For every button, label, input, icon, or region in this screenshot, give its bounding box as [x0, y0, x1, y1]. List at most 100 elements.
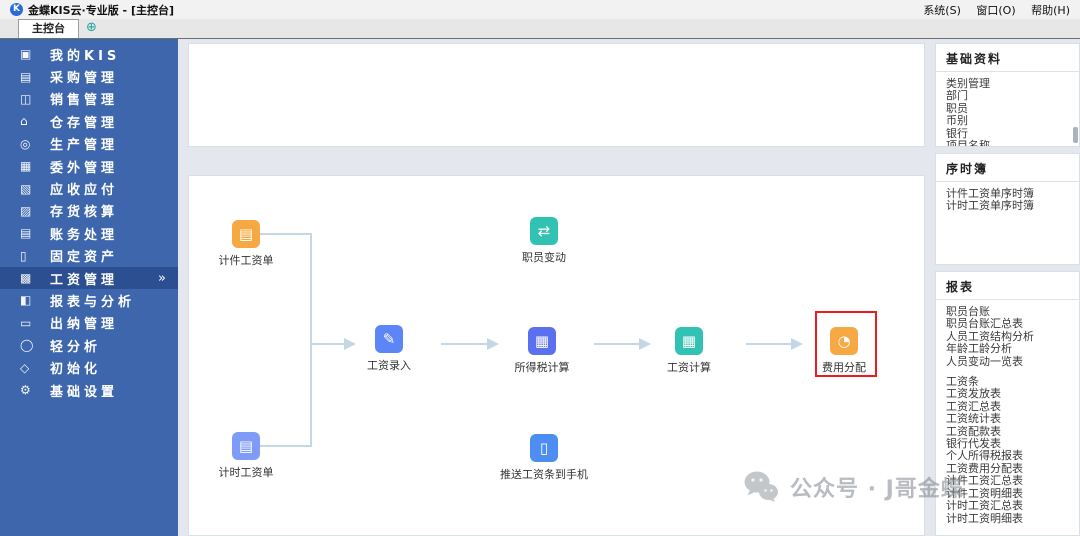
report-item[interactable]: 职员台账汇总表 — [946, 317, 1023, 331]
bookkeeping-icon: ▤ — [20, 226, 32, 241]
list-item-timesheet-journal[interactable]: 计时工资单序时簿 — [946, 199, 1034, 213]
list-item-piecework-journal[interactable]: 计件工资单序时簿 — [946, 187, 1034, 200]
flow-node-label: 费用分配 — [822, 361, 866, 374]
sidebar-item-cashier[interactable]: ▭ 出纳管理 — [0, 312, 178, 334]
timesheet-payslip-icon: ▤ — [232, 432, 260, 460]
report-item[interactable]: 工资条 — [946, 375, 979, 389]
add-tab-icon[interactable]: ⊕ — [86, 20, 97, 35]
payroll-flowchart-panel: ▤ 计件工资单 ⇄ 职员变动 ✎ 工资录入 ▦ 所得税计算 ▦ 工资计算 — [188, 175, 925, 536]
sidebar-item-label: 固定资产 — [50, 250, 119, 266]
titlebar: K 金蝶KIS云·专业版 - [主控台] 系统(S) 窗口(O) 帮助(H) — [0, 0, 1080, 19]
section-title: 报表 — [936, 272, 1079, 300]
flow-node-piecework-payslip[interactable]: ▤ 计件工资单 — [191, 220, 301, 268]
report-item[interactable]: 计件工资汇总表 — [946, 474, 1023, 488]
right-panel: 基础资料 类别管理 部门 职员 币别 银行 项目名称 序时簿 计件工资单序时簿 … — [935, 39, 1080, 536]
sidebar-item-label: 仓存管理 — [50, 115, 119, 131]
sidebar-item-label: 工资管理 — [50, 272, 119, 288]
report-item[interactable]: 计时工资汇总表 — [946, 499, 1023, 513]
flow-node-income-tax-calc[interactable]: ▦ 所得税计算 — [487, 327, 597, 375]
section-title: 序时簿 — [936, 154, 1079, 182]
flow-node-label: 计件工资单 — [218, 254, 274, 267]
sidebar-item-sales[interactable]: ◫ 销售管理 — [0, 88, 178, 110]
flow-node-push-payslip-phone[interactable]: ▯ 推送工资条到手机 — [489, 434, 599, 482]
flow-node-label: 推送工资条到手机 — [500, 468, 588, 481]
sidebar-item-ar-ap[interactable]: ▧ 应收应付 — [0, 177, 178, 199]
report-item[interactable]: 工资统计表 — [946, 412, 1001, 426]
warehouse-icon: ⌂ — [20, 114, 28, 129]
list-item-bank[interactable]: 银行 — [946, 126, 968, 140]
sidebar-item-inventory[interactable]: ▨ 存货核算 — [0, 200, 178, 222]
initialization-icon: ◇ — [20, 360, 30, 375]
expense-allocation-icon: ◔ — [830, 327, 858, 355]
sales-icon: ◫ — [20, 91, 32, 106]
list-item-employee[interactable]: 职员 — [946, 101, 968, 115]
menu-system[interactable]: 系统(S) — [923, 3, 961, 17]
sidebar-item-fixed-assets[interactable]: ▯ 固定资产 — [0, 245, 178, 267]
main-area: ▤ 计件工资单 ⇄ 职员变动 ✎ 工资录入 ▦ 所得税计算 ▦ 工资计算 — [178, 39, 935, 536]
fixed-assets-icon: ▯ — [20, 248, 27, 263]
list-item-currency[interactable]: 币别 — [946, 114, 968, 128]
report-item[interactable]: 工资发放表 — [946, 387, 1001, 401]
section-basic-data: 基础资料 类别管理 部门 职员 币别 银行 项目名称 — [935, 43, 1080, 147]
cashier-icon: ▭ — [20, 315, 32, 330]
top-panel — [188, 43, 925, 147]
tabbar: 主控台 ⊕ — [0, 19, 1080, 39]
flow-node-salary-entry[interactable]: ✎ 工资录入 — [334, 325, 444, 373]
sidebar-item-label: 账务处理 — [50, 227, 119, 243]
sidebar-item-label: 初始化 — [50, 362, 102, 378]
sidebar-item-my-kis[interactable]: ▣ 我的KIS — [0, 43, 178, 65]
scrollbar-thumb[interactable] — [1073, 127, 1078, 143]
menu-help[interactable]: 帮助(H) — [1031, 3, 1070, 17]
report-item[interactable]: 人员工资结构分析 — [946, 329, 1034, 343]
sidebar-item-basic-settings[interactable]: ⚙ 基础设置 — [0, 379, 178, 401]
report-item[interactable]: 银行代发表 — [946, 437, 1001, 451]
report-item[interactable]: 个人所得税报表 — [946, 449, 1023, 463]
sidebar-item-purchase[interactable]: ▤ 采购管理 — [0, 65, 178, 87]
production-icon: ◎ — [20, 136, 31, 151]
list-item-project[interactable]: 项目名称 — [946, 139, 990, 147]
flow-node-label: 计时工资单 — [218, 466, 274, 479]
tab-main-console[interactable]: 主控台 — [18, 19, 79, 38]
sidebar-item-label: 存货核算 — [50, 205, 119, 221]
report-item[interactable]: 人员变动一览表 — [946, 354, 1023, 368]
flow-node-timesheet-payslip[interactable]: ▤ 计时工资单 — [191, 432, 301, 480]
flow-node-salary-calc[interactable]: ▦ 工资计算 — [634, 327, 744, 375]
report-item[interactable]: 计件工资明细表 — [946, 486, 1023, 500]
sidebar-item-label: 销售管理 — [50, 93, 119, 109]
report-item[interactable]: 职员台账 — [946, 305, 990, 318]
inventory-icon: ▨ — [20, 203, 32, 218]
sidebar-item-label: 报表与分析 — [50, 294, 136, 310]
my-kis-icon: ▣ — [20, 47, 32, 62]
section-reports: 报表 职员台账 职员台账汇总表 人员工资结构分析 年龄工龄分析 人员变动一览表 … — [935, 271, 1080, 536]
list-item-category-mgmt[interactable]: 类别管理 — [946, 77, 990, 90]
sidebar-item-label: 委外管理 — [50, 160, 119, 176]
sidebar-item-reports-analysis[interactable]: ◧ 报表与分析 — [0, 289, 178, 311]
flow-node-label: 工资录入 — [367, 359, 411, 372]
report-item[interactable]: 计时工资明细表 — [946, 511, 1023, 525]
employee-change-icon: ⇄ — [530, 217, 558, 245]
sidebar-item-initialization[interactable]: ◇ 初始化 — [0, 356, 178, 378]
report-item[interactable]: 工资配款表 — [946, 424, 1001, 438]
report-item[interactable]: 工资汇总表 — [946, 399, 1001, 413]
flow-node-label: 工资计算 — [667, 361, 711, 374]
piecework-payslip-icon: ▤ — [232, 220, 260, 248]
reports-analysis-icon: ◧ — [20, 293, 32, 308]
list-item-department[interactable]: 部门 — [946, 89, 968, 103]
report-item[interactable]: 工资费用分配表 — [946, 461, 1023, 475]
sidebar-item-payroll[interactable]: ▩ 工资管理 » — [0, 266, 178, 290]
report-item[interactable]: 年龄工龄分析 — [946, 342, 1012, 356]
menu-window[interactable]: 窗口(O) — [976, 3, 1016, 17]
window-title: 金蝶KIS云·专业版 - [主控台] — [28, 3, 174, 17]
ar-ap-icon: ▧ — [20, 181, 32, 196]
outsourcing-icon: ▦ — [20, 159, 32, 174]
flow-node-expense-allocation[interactable]: ◔ 费用分配 — [789, 327, 899, 375]
sidebar-item-outsourcing[interactable]: ▦ 委外管理 — [0, 155, 178, 177]
window-title-area: K 金蝶KIS云·专业版 - [主控台] — [10, 2, 174, 18]
chevron-right-icon: » — [158, 270, 166, 286]
sidebar-item-light-analysis[interactable]: ◯ 轻分析 — [0, 334, 178, 356]
sidebar-item-bookkeeping[interactable]: ▤ 账务处理 — [0, 222, 178, 244]
flow-node-employee-change[interactable]: ⇄ 职员变动 — [489, 217, 599, 265]
sidebar-item-warehouse[interactable]: ⌂ 仓存管理 — [0, 110, 178, 132]
sidebar-item-production[interactable]: ◎ 生产管理 — [0, 133, 178, 155]
